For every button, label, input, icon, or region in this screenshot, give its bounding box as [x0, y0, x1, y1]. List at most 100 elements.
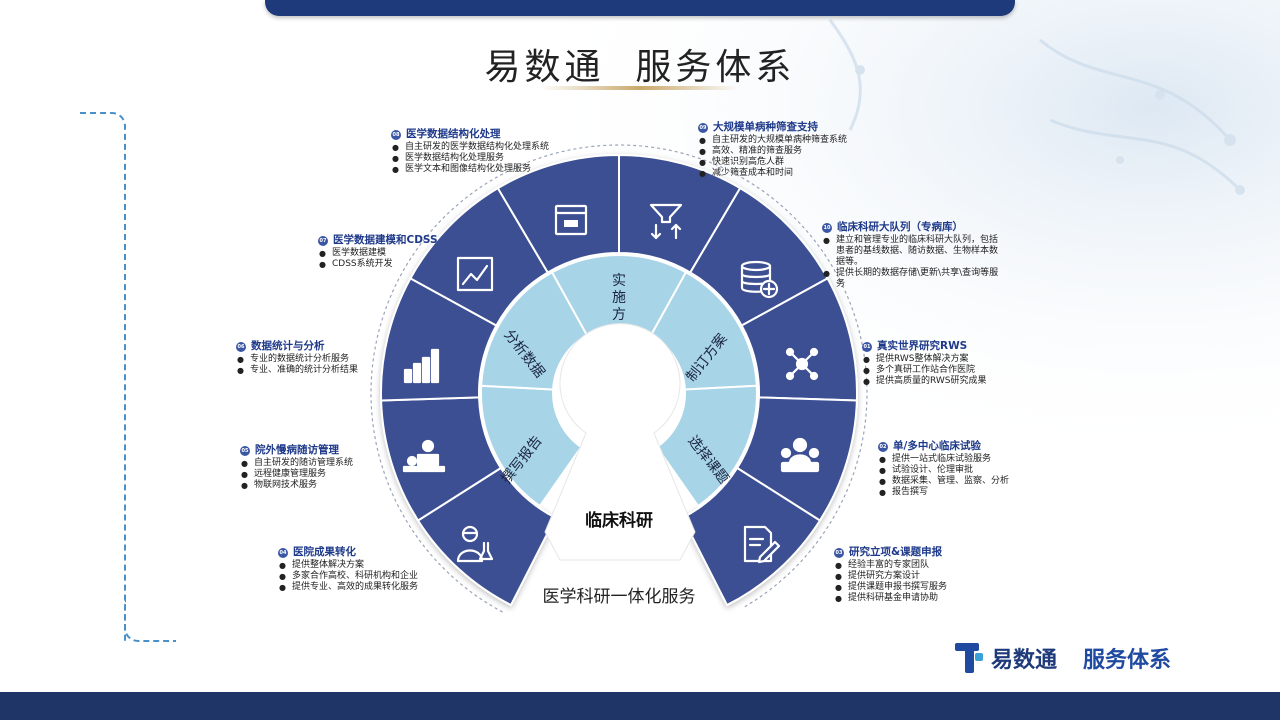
service-item: CDSS系统开发 [319, 259, 438, 270]
service-section-header: 01 真实世界研究RWS [862, 341, 987, 352]
bottom-bar [0, 692, 1280, 720]
service-item: 远程健康管理服务 [241, 469, 353, 480]
service-section: 05 院外慢病随访管理自主研发的随访管理系统远程健康管理服务物联网技术服务 [240, 445, 353, 491]
dashed-bracket-foot [124, 600, 176, 642]
network-node-icon [785, 347, 819, 381]
service-item: 试验设计、伦理审批 [879, 465, 1009, 476]
service-item: 高效、精准的筛查服务 [699, 146, 847, 157]
service-section: 08 医学数据结构化处理自主研发的医学数据结构化处理系统医学数据结构化处理服务医学… [391, 129, 549, 175]
service-section: 09 大规模单病种筛查支持自主研发的大规模单病种筛查系统高效、精准的筛查服务快速识… [698, 122, 847, 179]
outer-ring-segment [681, 466, 822, 607]
service-section: 01 真实世界研究RWS 提供RWS整体解决方案多个真研工作站合作医院提供高质量的R… [862, 341, 987, 387]
service-item: 提供研究方案设计 [835, 571, 947, 582]
service-item-list: 提供一站式临床试验服务试验设计、伦理审批数据采集、管理、监察、分析报告撰写 [878, 454, 1009, 498]
service-section-title: 单/多中心临床试验 [893, 440, 981, 452]
service-item: 自主研发的医学数据结构化处理系统 [392, 142, 549, 153]
service-item: 提供一站式临床试验服务 [879, 454, 1009, 465]
dashed-bracket [80, 112, 126, 642]
section-number-badge: 02 [878, 441, 888, 452]
section-number-badge: 01 [862, 341, 872, 352]
document-edit-icon [743, 525, 781, 564]
service-item-list: 自主研发的医学数据结构化处理系统医学数据结构化处理服务医学文本和图像结构化处理服… [391, 142, 549, 175]
bar-chart-icon [403, 348, 440, 384]
brand-subtitle: 服务体系 [1083, 648, 1172, 673]
center-hub [544, 323, 696, 561]
service-section-title: 真实世界研究RWS [877, 340, 968, 352]
service-item-list: 提供整体解决方案多家合作高校、科研机构和企业提供专业、高效的成果转化服务 [278, 560, 418, 593]
service-item: 医学数据建模 [319, 248, 438, 259]
section-number-badge: 04 [278, 547, 288, 558]
service-item-list: 专业的数据统计分析服务专业、准确的统计分析结果 [236, 354, 358, 376]
section-number-badge: 08 [391, 129, 401, 140]
service-item: 减少筛查成本和时间 [699, 168, 847, 179]
top-banner-bar [265, 0, 1015, 16]
service-section-header: 03 研究立项&课题申报 [834, 547, 947, 558]
service-item: 提供专业、高效的成果转化服务 [279, 582, 418, 593]
service-item: 建立和管理专业的临床科研大队列，包括患者的基线数据、随访数据、生物样本数据等。 [823, 235, 1002, 268]
funnel-filter-icon [649, 203, 683, 240]
database-add-icon [740, 260, 779, 299]
service-item-list: 医学数据建模CDSS系统开发 [318, 248, 438, 270]
service-item-list: 提供RWS整体解决方案多个真研工作站合作医院提供高质量的RWS研究成果 [862, 354, 987, 387]
service-item: 多个真研工作站合作医院 [863, 365, 987, 376]
section-number-badge: 05 [240, 445, 250, 456]
brand-name: 易数通 [991, 648, 1058, 673]
service-section-header: 05 院外慢病随访管理 [240, 445, 353, 456]
service-section-header: 08 医学数据结构化处理 [391, 129, 549, 140]
team-meeting-icon [780, 437, 820, 473]
window-icon [554, 204, 588, 236]
service-section-title: 医学数据建模和CDSS [333, 234, 438, 246]
inner-ring-segment [480, 384, 583, 508]
service-item: 提供整体解决方案 [279, 560, 418, 571]
service-item: 自主研发的大规模单病种筛查系统 [699, 135, 847, 146]
inner-ring-segment [480, 270, 589, 391]
patient-care-icon [402, 439, 446, 473]
service-item: 数据采集、管理、监察、分析 [879, 476, 1009, 487]
service-section: 07 医学数据建模和CDSS 医学数据建模CDSS系统开发 [318, 235, 438, 270]
service-item: 提供RWS整体解决方案 [863, 354, 987, 365]
service-section-header: 02 单/多中心临床试验 [878, 441, 1009, 452]
service-section-title: 数据统计与分析 [251, 340, 325, 352]
service-section-title: 大规模单病种筛查支持 [713, 121, 818, 133]
inner-ring-segment [655, 384, 758, 508]
section-number-badge: 03 [834, 547, 844, 558]
service-section: 06数据统计与分析专业的数据统计分析服务专业、准确的统计分析结果 [236, 341, 358, 376]
service-item-list: 自主研发的随访管理系统远程健康管理服务物联网技术服务 [240, 458, 353, 491]
service-item: 自主研发的随访管理系统 [241, 458, 353, 469]
service-item: 医学文本和图像结构化处理服务 [392, 164, 549, 175]
service-item: 报告撰写 [879, 487, 1009, 498]
center-subtitle: 医学科研一体化服务 [543, 587, 696, 607]
service-item-list: 自主研发的大规模单病种筛查系统高效、精准的筛查服务快速识别高危人群减少筛查成本和… [698, 135, 847, 179]
service-item: 提供高质量的RWS研究成果 [863, 376, 986, 387]
service-section-header: 09 大规模单病种筛查支持 [698, 122, 847, 133]
service-section: 10 临床科研大队列（专病库） 建立和管理专业的临床科研大队列，包括患者的基线数据、… [822, 222, 1002, 290]
section-number-badge: 07 [318, 235, 328, 246]
brand-logo-icon [955, 643, 983, 673]
page-title: 易数通 服务体系 [484, 47, 796, 88]
service-item: 提供课题申报书撰写服务 [835, 582, 947, 593]
service-item: 提供科研基金申请协助 [835, 593, 947, 604]
scientist-icon [456, 525, 494, 563]
service-section: 03 研究立项&课题申报经验丰富的专家团队提供研究方案设计提供课题申报书撰写服务提… [834, 547, 947, 604]
service-section-title: 研究立项&课题申报 [849, 546, 943, 558]
service-section-title: 医学数据结构化处理 [406, 128, 501, 140]
service-section-title: 临床科研大队列（专病库） [837, 221, 963, 233]
brand-logo: 易数通 服务体系 [955, 641, 1171, 675]
service-item-list: 建立和管理专业的临床科研大队列，包括患者的基线数据、随访数据、生物样本数据等。提… [822, 235, 1002, 290]
service-item-list: 经验丰富的专家团队提供研究方案设计提供课题申报书撰写服务提供科研基金申请协助 [834, 560, 947, 604]
section-number-badge: 09 [698, 122, 708, 133]
service-item: 提供长期的数据存储\更新\共享\查询等服务 [823, 268, 1002, 290]
service-item: 医学数据结构化处理服务 [392, 153, 549, 164]
section-number-badge: 10 [822, 222, 832, 233]
title-underline [540, 86, 740, 90]
line-chart-icon [456, 256, 494, 292]
service-section: 04医院成果转化提供整体解决方案多家合作高校、科研机构和企业提供专业、高效的成果… [278, 547, 418, 593]
service-item: 物联网技术服务 [241, 480, 353, 491]
service-section: 02 单/多中心临床试验提供一站式临床试验服务试验设计、伦理审批数据采集、管理、监… [878, 441, 1009, 498]
service-section-header: 10 临床科研大队列（专病库） [822, 222, 1002, 233]
service-item: 快速识别高危人群 [699, 157, 847, 168]
service-section-title: 院外慢病随访管理 [255, 444, 339, 456]
